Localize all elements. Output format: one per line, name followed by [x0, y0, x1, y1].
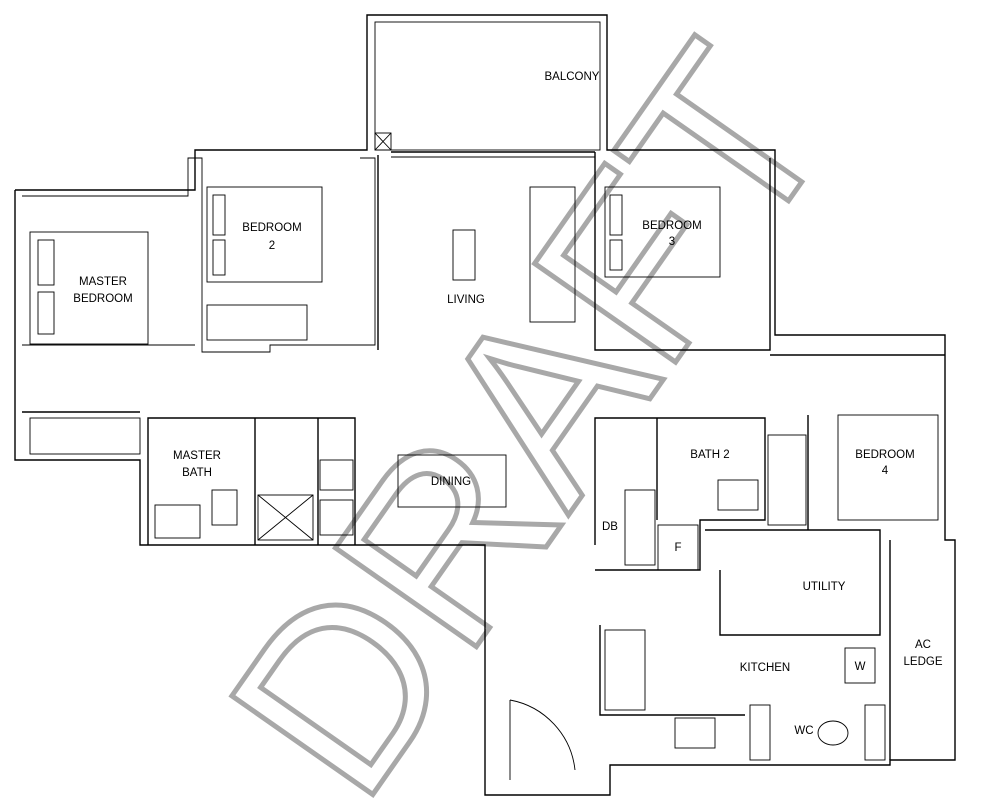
bedroom-2-number: 2 — [269, 240, 275, 252]
bedroom-4-label: BEDROOM — [855, 449, 914, 461]
master-bedroom-label-2: BEDROOM — [73, 293, 132, 305]
wc-label: WC — [794, 725, 813, 737]
master-bedroom-label: MASTER — [79, 276, 127, 288]
utility-label: UTILITY — [803, 581, 846, 593]
master-bath-label-2: BATH — [182, 467, 212, 479]
balcony-label: BALCONY — [545, 71, 600, 83]
bedroom-3-label: BEDROOM — [642, 220, 701, 232]
dining-label: DINING — [431, 476, 471, 488]
ac-ledge-label-2: LEDGE — [904, 656, 943, 668]
draft-watermark: DRAFT — [176, 0, 882, 811]
outer-walls — [14, 14, 956, 796]
master-bath-label: MASTER — [173, 450, 221, 462]
washer-label: W — [855, 661, 866, 673]
fridge-label: F — [674, 542, 681, 554]
bedroom-3-number: 3 — [669, 236, 675, 248]
ac-ledge-label: AC — [915, 639, 931, 651]
db-label: DB — [602, 521, 618, 533]
bedroom-4-number: 4 — [882, 465, 889, 477]
bedroom-2-label: BEDROOM — [242, 222, 301, 234]
bath-2-label: BATH 2 — [690, 449, 729, 461]
kitchen-label: KITCHEN — [740, 662, 790, 674]
living-label: LIVING — [447, 294, 485, 306]
